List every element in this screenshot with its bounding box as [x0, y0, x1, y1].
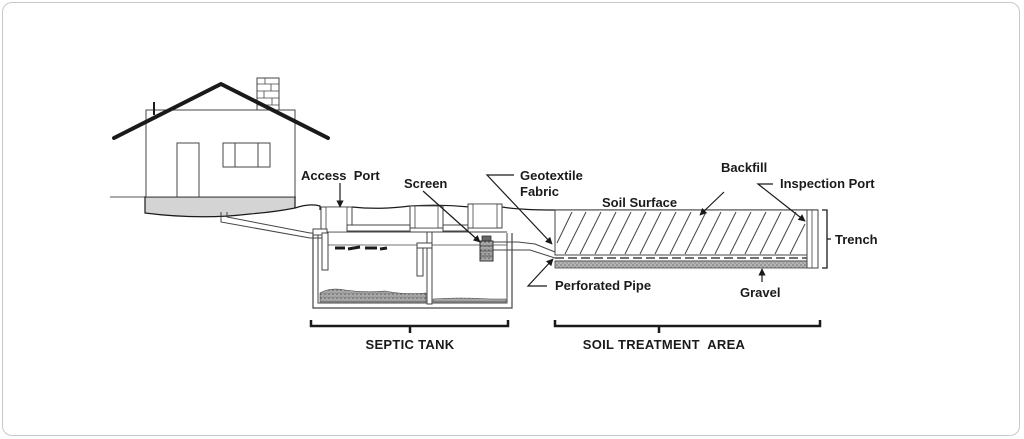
effluent-screen — [479, 235, 494, 262]
ground-surface-between — [351, 204, 556, 211]
ground-surface-tank — [294, 204, 321, 210]
label-access-port: Access Port — [301, 168, 380, 183]
baffle-tee-top — [416, 242, 433, 249]
sludge-layer — [319, 288, 427, 303]
scum-layer — [335, 245, 388, 251]
house-window — [222, 142, 271, 168]
perforated-pipe — [555, 254, 818, 262]
access-riser-2 — [409, 205, 444, 229]
label-gravel: Gravel — [740, 285, 780, 300]
baffle-wall — [426, 231, 433, 305]
backfill-leader — [699, 191, 725, 216]
lid-slab — [442, 224, 469, 232]
label-screen: Screen — [404, 176, 447, 191]
chimney — [256, 77, 280, 111]
house — [110, 77, 330, 218]
inlet-tee — [312, 228, 329, 271]
inspection-port-leader — [756, 183, 806, 222]
soil-treatment-area — [554, 209, 831, 269]
label-inspection-port: Inspection Port — [780, 176, 875, 191]
label-backfill: Backfill — [721, 160, 767, 175]
septic-tank-bracket — [309, 320, 510, 333]
perforated-pipe-leader — [526, 258, 554, 287]
sludge-layer-2 — [432, 297, 507, 303]
house-door — [176, 142, 200, 198]
house-wall — [145, 109, 296, 198]
section-label-soil-treatment-area: SOIL TREATMENT AREA — [583, 337, 746, 352]
label-soil-surface: Soil Surface — [602, 195, 677, 210]
gravel-layer — [554, 260, 819, 269]
geotextile-leader — [485, 174, 553, 245]
outlet-pipe — [493, 241, 556, 259]
trench-bracket — [822, 209, 831, 269]
section-label-septic-tank: SEPTIC TANK — [365, 337, 454, 352]
screen-leader — [422, 190, 481, 243]
soil-treatment-bracket — [553, 320, 822, 333]
backfill-hatch — [556, 211, 806, 255]
inspection-port-pipe — [806, 209, 819, 269]
label-perforated-pipe: Perforated Pipe — [555, 278, 651, 293]
roof — [112, 82, 330, 140]
label-trench: Trench — [835, 232, 878, 247]
access-riser-3 — [467, 203, 503, 229]
lid-slab — [346, 224, 411, 232]
house-foundation — [144, 196, 296, 218]
septic-tank — [312, 203, 513, 309]
label-geotextile-line2: Fabric — [520, 184, 559, 199]
label-geotextile-line1: Geotextile — [520, 168, 583, 183]
